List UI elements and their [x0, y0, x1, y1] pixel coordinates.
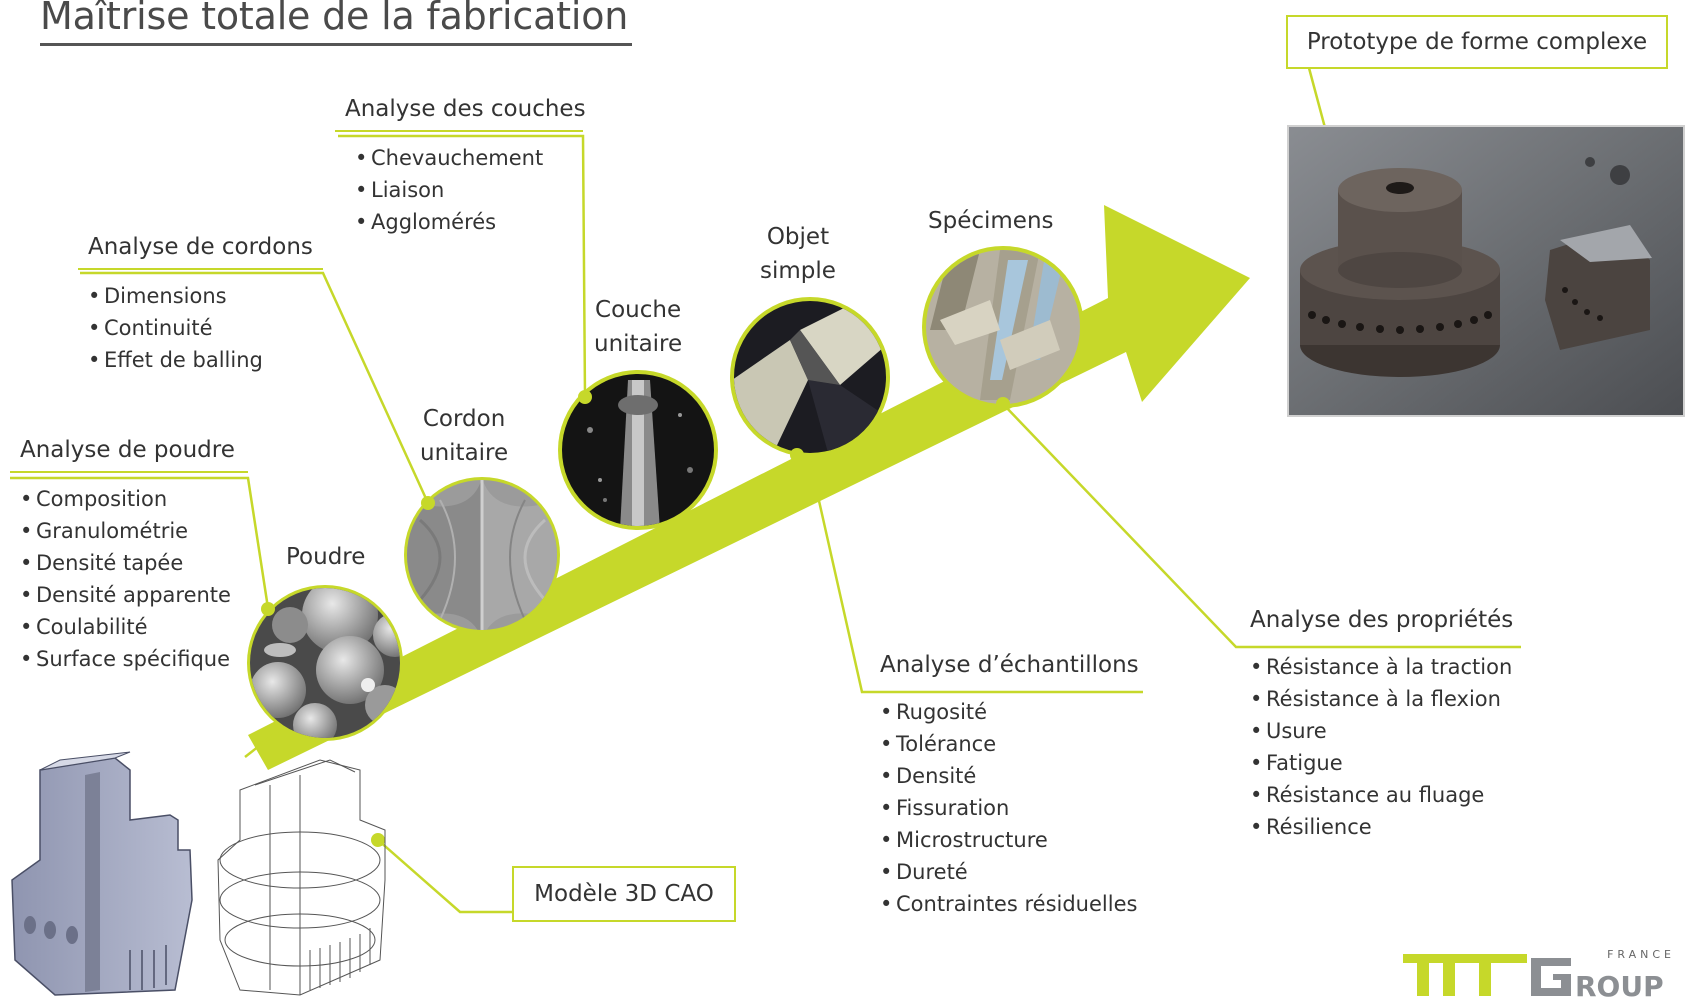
- list-item: •Fatigue: [1250, 751, 1343, 775]
- list-item: •Rugosité: [880, 700, 988, 724]
- list-item: •Liaison: [355, 178, 445, 202]
- leader-echantillons: [795, 402, 1143, 694]
- list-item: •Continuité: [88, 316, 213, 340]
- leader-modele: [377, 839, 512, 914]
- stage-label-specimens: Spécimens: [928, 204, 1054, 238]
- prototype-photo: [1287, 125, 1685, 417]
- leader-couches: [338, 134, 587, 398]
- list-item: •Chevauchement: [355, 146, 544, 170]
- group-analyse-couches: Analyse des couches •Chevauchement •Liai…: [335, 96, 586, 238]
- box-prototype-text: Prototype de forme complexe: [1306, 29, 1648, 55]
- stage-label-specimens-text: Spécimens: [928, 208, 1054, 234]
- list-item: •Agglomérés: [355, 210, 497, 234]
- list-proprietes: •Résistance à la traction •Résistance à …: [1240, 651, 1522, 843]
- cad-wireframe-model: [217, 759, 386, 996]
- page-title: Maîtrise totale de la fabrication: [40, 0, 629, 38]
- list-item: •Densité tapée: [20, 551, 184, 575]
- list-item: •Densité: [880, 764, 977, 788]
- box-modele-cao-text: Modèle 3D CAO: [534, 881, 714, 907]
- box-prototype: Prototype de forme complexe: [1286, 15, 1668, 69]
- list-item: •Résistance au fluage: [1250, 783, 1485, 807]
- stage-label-couche-line1: Couche: [595, 297, 682, 323]
- stage-label-objet-line2: simple: [760, 258, 836, 284]
- group-heading-couches: Analyse des couches: [335, 96, 586, 132]
- list-item: •Résilience: [1250, 815, 1372, 839]
- group-analyse-echantillons: Analyse d’échantillons •Rugosité •Toléra…: [870, 652, 1142, 920]
- list-item: •Contraintes résiduelles: [880, 892, 1138, 916]
- layer-image: [558, 370, 718, 530]
- stage-label-objet: Objet simple: [760, 220, 836, 288]
- leader-poudre: [10, 476, 270, 609]
- group-heading-cordons: Analyse de cordons: [78, 234, 323, 270]
- ttgroup-logo: FRANCE ROUP: [1403, 950, 1675, 998]
- list-item: •Granulométrie: [20, 519, 189, 543]
- box-modele-cao: Modèle 3D CAO: [512, 866, 736, 922]
- stage-label-poudre: Poudre: [286, 540, 365, 574]
- group-analyse-cordons: Analyse de cordons •Dimensions •Continui…: [78, 234, 323, 376]
- stage-label-poudre-text: Poudre: [286, 544, 366, 570]
- list-item: •Usure: [1250, 719, 1327, 743]
- list-item: •Dimensions: [88, 284, 227, 308]
- group-heading-poudre: Analyse de poudre: [10, 437, 248, 473]
- list-item: •Dureté: [880, 860, 968, 884]
- stage-label-objet-line1: Objet: [766, 224, 830, 250]
- group-heading-proprietes: Analyse des propriétés: [1250, 607, 1514, 633]
- list-echantillons: •Rugosité •Tolérance •Densité •Fissurati…: [870, 696, 1142, 920]
- leader-lines: [10, 67, 1521, 914]
- list-item: •Surface spécifique: [20, 647, 231, 671]
- list-couches: •Chevauchement •Liaison •Agglomérés: [335, 142, 583, 238]
- list-item: •Tolérance: [880, 732, 997, 756]
- leader-cad-powder: [244, 727, 283, 758]
- group-analyse-proprietes: Analyse des propriétés •Résistance à la …: [1240, 607, 1522, 843]
- leader-proprietes: [1002, 403, 1521, 649]
- stage-label-couche-line2: unitaire: [594, 331, 683, 357]
- logo-brand-text: ROUP: [1575, 970, 1664, 998]
- logo-france-text: FRANCE: [1607, 950, 1675, 961]
- list-cordons: •Dimensions •Continuité •Effet de ballin…: [78, 280, 323, 376]
- cad-solid-model: [11, 751, 193, 996]
- stage-label-cordon-line2: unitaire: [420, 440, 509, 466]
- stage-label-cordon: Cordon unitaire: [420, 402, 508, 470]
- list-item: •Microstructure: [880, 828, 1048, 852]
- stage-label-cordon-line1: Cordon: [422, 406, 506, 432]
- stage-label-couche: Couche unitaire: [594, 293, 682, 361]
- list-item: •Coulabilité: [20, 615, 148, 639]
- list-item: •Fissuration: [880, 796, 1010, 820]
- title-underline: [40, 43, 632, 46]
- powder-image: [247, 585, 403, 741]
- list-item: •Résistance à la traction: [1250, 655, 1513, 679]
- list-poudre: •Composition •Granulométrie •Densité tap…: [10, 483, 248, 675]
- leader-cordons: [80, 271, 430, 504]
- group-analyse-poudre: Analyse de poudre •Composition •Granulom…: [10, 437, 248, 675]
- list-item: •Résistance à la flexion: [1250, 687, 1501, 711]
- specimens-image: [922, 246, 1084, 408]
- list-item: •Composition: [20, 487, 168, 511]
- list-item: •Densité apparente: [20, 583, 231, 607]
- list-item: •Effet de balling: [88, 348, 263, 372]
- group-heading-echantillons: Analyse d’échantillons: [880, 652, 1139, 678]
